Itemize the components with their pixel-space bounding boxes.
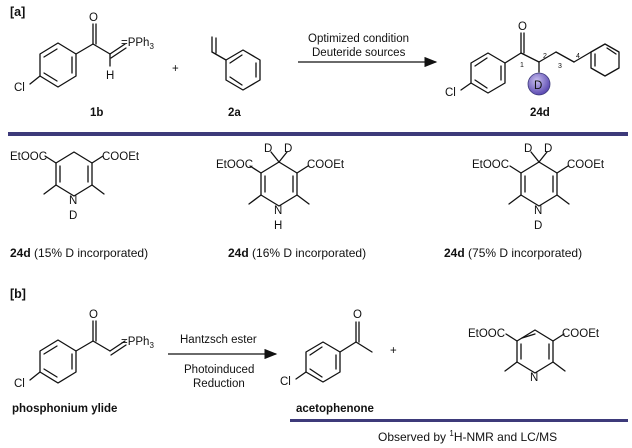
plus-sign-b: + bbox=[390, 345, 397, 357]
phosphonium-ylide-structure bbox=[29, 320, 127, 384]
reagent-photoinduced: Photoinduced bbox=[184, 364, 254, 376]
reagent-reduction: Reduction bbox=[193, 378, 245, 390]
ylide-oxygen-label: O bbox=[89, 309, 98, 321]
ring-n-label: N bbox=[69, 195, 77, 207]
section-divider bbox=[8, 132, 628, 136]
hantzsch-ester-nd-structure bbox=[43, 151, 105, 197]
product-chlorine-label: Cl bbox=[445, 87, 456, 99]
hantzsch-ester-cd2-structure bbox=[248, 151, 310, 207]
carbon-number-2: 2 bbox=[543, 53, 547, 60]
compound-1b-structure bbox=[29, 23, 127, 88]
vinyl-h-label: H bbox=[106, 70, 114, 82]
observation-note: Observed by 1H-NMR and LC/MS bbox=[378, 429, 557, 444]
ester-right-label-2: COOEt bbox=[307, 159, 345, 171]
result-15-percent: 24d (15% D incorporated) bbox=[10, 246, 148, 260]
ester-right-label-3: COOEt bbox=[567, 159, 605, 171]
ester-left-label-3: EtOOC bbox=[472, 159, 509, 171]
phosphonium-ylide-label: phosphonium ylide bbox=[12, 403, 117, 415]
compound-24d-label: 24d bbox=[530, 107, 550, 119]
ester-right-label: COOEt bbox=[102, 151, 140, 163]
reagent-hantzsch: Hantzsch ester bbox=[180, 334, 257, 346]
compound-24d-structure bbox=[460, 32, 620, 94]
carbon-number-4: 4 bbox=[576, 53, 580, 60]
c4-deuterium-label-4: D bbox=[544, 143, 552, 155]
product-oxygen-label: O bbox=[518, 21, 527, 33]
oxygen-label: O bbox=[89, 12, 98, 24]
acetophenone-oxygen-label: O bbox=[353, 309, 362, 321]
ylide-chlorine-label: Cl bbox=[14, 378, 25, 390]
compound-2a-label: 2a bbox=[228, 107, 241, 119]
n-deuterium-label-2: D bbox=[534, 220, 542, 232]
c4-deuterium-label-3: D bbox=[524, 143, 532, 155]
ylide-pph3-label: =PPh3 bbox=[121, 37, 154, 51]
result-75-percent: 24d (75% D incorporated) bbox=[444, 246, 582, 260]
deuterium-label: D bbox=[534, 80, 542, 92]
result-16-percent: 24d (16% D incorporated) bbox=[228, 246, 366, 260]
reagent-line2: Deuteride sources bbox=[312, 47, 406, 59]
pyridine-n-label: N bbox=[530, 372, 538, 384]
compound-2a-structure bbox=[211, 36, 261, 91]
ring-n-label-3: N bbox=[534, 205, 542, 217]
n-hydrogen-label: H bbox=[274, 220, 282, 232]
reagent-line1: Optimized condition bbox=[308, 33, 409, 45]
acetophenone-label: acetophenone bbox=[296, 403, 374, 415]
pyridine-ester-left-label: EtOOC bbox=[468, 328, 505, 340]
pyridine-ester-right-label: COOEt bbox=[562, 328, 600, 340]
n-deuterium-label: D bbox=[69, 210, 77, 222]
carbon-number-1: 1 bbox=[520, 62, 524, 69]
ylide-pph3-label-b: =PPh3 bbox=[121, 336, 154, 350]
plus-sign: + bbox=[172, 63, 179, 75]
deuterium-ball-icon bbox=[527, 72, 551, 96]
acetophenone-structure bbox=[295, 321, 373, 383]
ring-n-label-2: N bbox=[274, 205, 282, 217]
ester-left-label-2: EtOOC bbox=[216, 159, 253, 171]
panel-b-tag: [b] bbox=[10, 287, 26, 301]
hantzsch-ester-d3-structure bbox=[508, 151, 570, 207]
c4-deuterium-label-2: D bbox=[284, 143, 292, 155]
product-underline bbox=[290, 419, 628, 422]
carbon-number-3: 3 bbox=[558, 63, 562, 70]
compound-1b-label: 1b bbox=[90, 107, 103, 119]
acetophenone-chlorine-label: Cl bbox=[280, 376, 291, 388]
panel-a-tag: [a] bbox=[10, 5, 25, 19]
ester-left-label: EtOOC bbox=[10, 151, 47, 163]
c4-deuterium-label-1: D bbox=[264, 143, 272, 155]
chlorine-label: Cl bbox=[14, 82, 25, 94]
pyridine-diester-structure bbox=[504, 329, 566, 374]
